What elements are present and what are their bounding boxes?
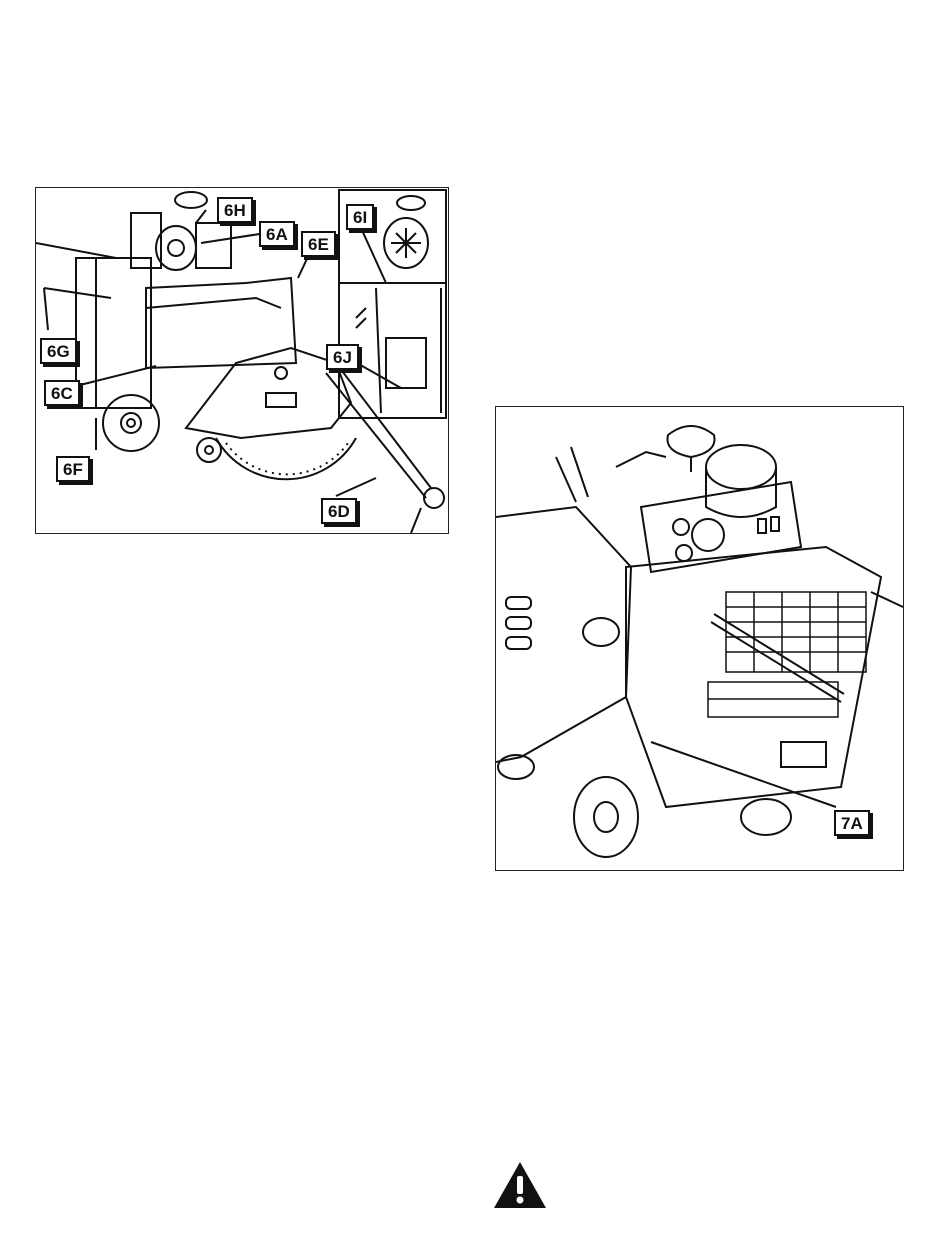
callout-7a: 7A bbox=[834, 810, 870, 836]
callout-6e: 6E bbox=[301, 231, 336, 257]
warning-triangle-icon bbox=[492, 1160, 548, 1210]
callout-6h: 6H bbox=[217, 197, 253, 223]
callout-6c: 6C bbox=[44, 380, 80, 406]
callout-6f: 6F bbox=[56, 456, 90, 482]
figure-7-front-view: 7A bbox=[495, 406, 904, 871]
saw-front-view-illustration bbox=[496, 407, 903, 870]
figure-6-side-view: 6H 6A 6E 6I 6G 6C 6J 6F 6D bbox=[35, 187, 449, 534]
callout-6g: 6G bbox=[40, 338, 77, 364]
saw-side-view-illustration bbox=[36, 188, 448, 533]
callout-6d: 6D bbox=[321, 498, 357, 524]
callout-6i: 6I bbox=[346, 204, 374, 230]
callout-6a: 6A bbox=[259, 221, 295, 247]
callout-6j: 6J bbox=[326, 344, 359, 370]
